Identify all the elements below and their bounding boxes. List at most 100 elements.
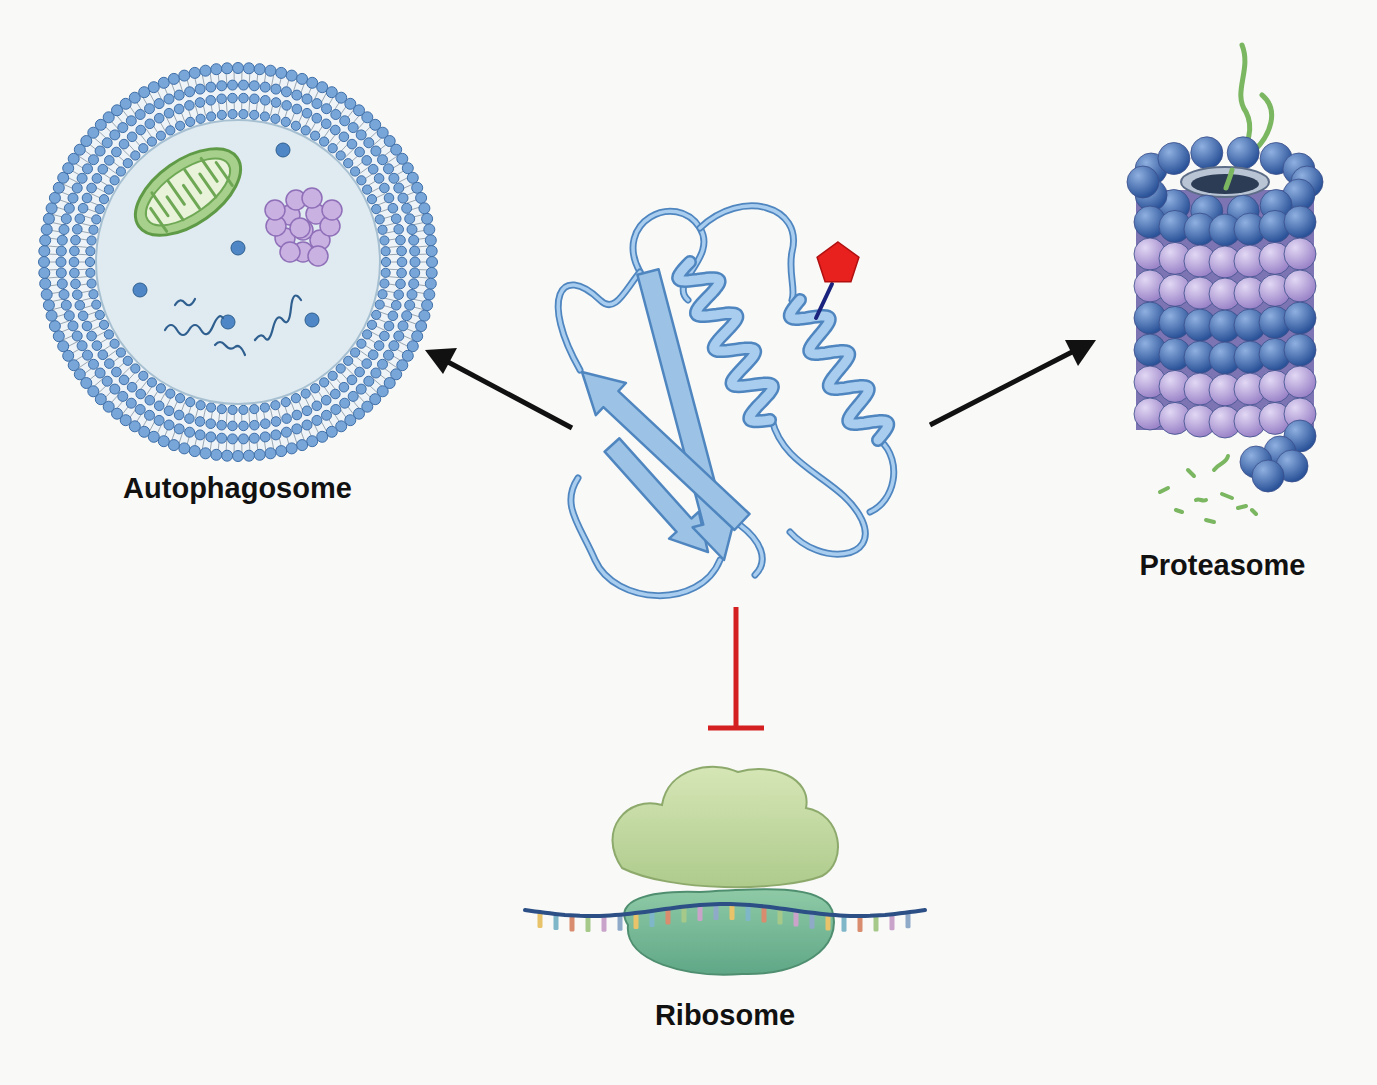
lipid-head <box>217 420 227 430</box>
lipid-head <box>375 215 384 224</box>
lipid-head <box>391 214 401 224</box>
lipid-head <box>206 96 216 106</box>
lipid-head <box>388 203 398 213</box>
lipid-head <box>271 114 280 123</box>
protein-loop <box>740 525 762 575</box>
lipid-head <box>135 405 145 415</box>
crista <box>168 181 184 204</box>
nucleotide-base <box>698 905 703 921</box>
lipid-tail <box>387 361 398 368</box>
aggregate-bead <box>302 188 322 208</box>
cap-subunit <box>1227 137 1259 169</box>
lumen <box>96 120 380 404</box>
lipid-head <box>394 290 404 300</box>
lipid-tail <box>78 361 89 368</box>
lipid-head <box>363 185 372 194</box>
lipid-head <box>321 119 331 129</box>
lipid-head <box>271 417 281 427</box>
lipid-head <box>363 330 372 339</box>
lipid-head <box>104 185 113 194</box>
lipid-tail <box>387 277 399 278</box>
lipid-head <box>301 389 310 398</box>
lipid-head <box>402 203 412 213</box>
lipid-head <box>281 427 291 437</box>
nucleotide-base <box>666 909 671 925</box>
lipid-head <box>292 424 302 434</box>
lipid-head <box>123 356 132 365</box>
vesicle-dot <box>133 283 147 297</box>
lipid-head <box>297 73 308 84</box>
lipid-head <box>112 147 122 157</box>
lipid-head <box>89 290 98 299</box>
lipid-head <box>362 156 372 166</box>
lipid-head <box>168 73 179 84</box>
aggregate-bead <box>280 242 300 262</box>
lipid-head <box>282 101 292 111</box>
lipid-head <box>357 176 366 185</box>
lipid-head <box>410 246 420 256</box>
lipid-head <box>217 405 226 414</box>
lipid-head <box>127 382 137 392</box>
lipid-head <box>158 77 169 88</box>
lipid-head <box>228 80 238 90</box>
lipid-head <box>311 131 320 140</box>
lipid-head <box>87 279 96 288</box>
alpha-subunit <box>1284 302 1316 334</box>
lipid-head <box>119 139 129 149</box>
lipid-head <box>398 193 408 203</box>
lipid-head <box>286 70 297 81</box>
lipid-head <box>131 151 140 160</box>
lipid-head <box>351 167 360 176</box>
lipid-head <box>233 451 244 462</box>
nucleotide-base <box>810 913 815 929</box>
lipid-head <box>317 431 328 442</box>
lipid-head <box>281 398 290 407</box>
lipid-head <box>135 110 145 120</box>
crista <box>185 170 201 193</box>
lipid-head <box>239 80 249 90</box>
nucleotide-base <box>730 904 735 920</box>
lipid-head <box>364 376 374 386</box>
lipid-head <box>396 235 406 245</box>
lipid-head <box>394 331 404 341</box>
lipid-head <box>87 236 96 245</box>
lipid-head <box>86 247 95 256</box>
lipid-head <box>239 405 248 414</box>
lipid-head <box>378 290 387 299</box>
lipid-head <box>424 289 435 300</box>
lipid-head <box>302 108 312 118</box>
lipid-head <box>368 164 378 174</box>
lipid-head <box>302 406 312 416</box>
lipid-head <box>282 414 292 424</box>
lipid-head <box>407 172 418 183</box>
lipid-head <box>64 311 74 321</box>
lipid-head <box>301 126 310 135</box>
lipid-head <box>145 410 155 420</box>
lipid-tail <box>122 149 131 157</box>
ribosome-node: Ribosome <box>515 760 935 1035</box>
lipid-head <box>344 356 353 365</box>
lipid-head <box>164 406 174 416</box>
lipid-head <box>70 246 80 256</box>
alpha-helix <box>790 300 888 440</box>
lipid-head <box>154 401 164 411</box>
node-shape <box>30 55 445 515</box>
lipid-head <box>389 341 399 351</box>
lipid-head <box>168 440 179 451</box>
lipid-head <box>407 225 417 235</box>
protein-loop <box>558 272 640 370</box>
lipid-head <box>102 376 112 386</box>
peptide-fragment <box>175 299 195 305</box>
lipid-head <box>200 65 211 76</box>
lipid-head <box>110 384 120 394</box>
lipid-head <box>322 410 332 420</box>
lipid-head <box>397 246 407 256</box>
peptide-fragment <box>1238 506 1246 508</box>
lipid-head <box>419 310 430 321</box>
protein-loop <box>772 420 865 554</box>
lipid-head <box>104 330 113 339</box>
lipid-head <box>207 403 216 412</box>
lipid-head <box>95 368 105 378</box>
aggregate-bead <box>308 246 328 266</box>
lipid-head <box>43 213 54 224</box>
